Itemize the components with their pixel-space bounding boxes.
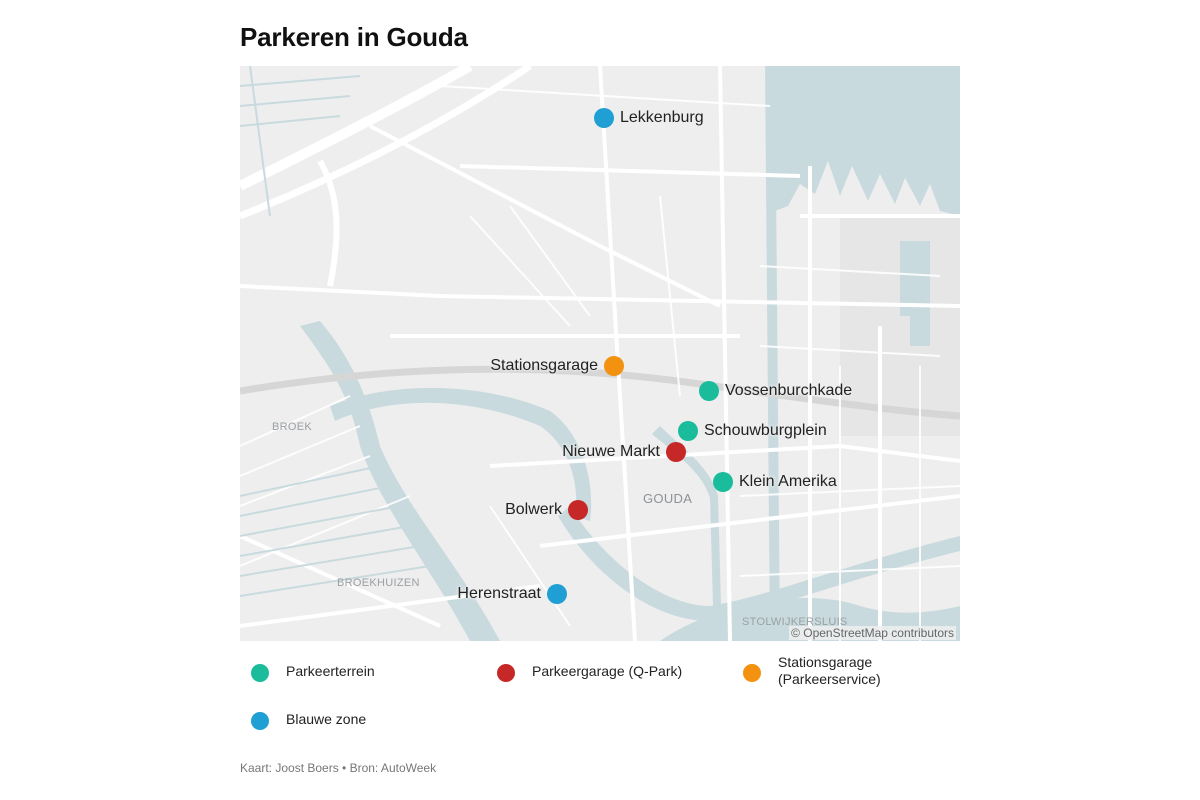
legend-label: Stationsgarage (Parkeerservice) [778,654,881,687]
area-label-broekhuizen: BROEKHUIZEN [337,577,420,589]
marker-nieuwe-markt[interactable] [666,442,686,462]
marker-vossenburchkade[interactable] [699,381,719,401]
marker-label-nieuwe-markt: Nieuwe Markt [562,443,660,460]
area-label-stolwijkersluis: STOLWIJKERSLUIS [742,616,848,628]
marker-schouwburgplein[interactable] [678,421,698,441]
legend-dot-icon [251,664,269,682]
legend-item-parkeerterrein: Parkeerterrein [251,663,375,682]
page-title: Parkeren in Gouda [240,22,468,52]
source-credit: Kaart: Joost Boers • Bron: AutoWeek [240,761,437,775]
legend-dot-icon [743,664,761,682]
marker-label-klein-amerika: Klein Amerika [739,473,837,490]
legend-item-blauwe-zone: Blauwe zone [251,711,366,730]
area-label-gouda: GOUDA [643,491,693,506]
legend-dot-icon [251,712,269,730]
marker-label-stationsgarage: Stationsgarage [490,357,598,374]
marker-herenstraat[interactable] [547,584,567,604]
legend-label: Parkeerterrein [286,663,375,679]
map-basemap [240,66,960,641]
legend-label: Blauwe zone [286,711,367,727]
marker-label-herenstraat: Herenstraat [457,585,541,602]
marker-label-lekkenburg: Lekkenburg [620,109,704,126]
marker-stationsgarage[interactable] [604,356,624,376]
marker-lekkenburg[interactable] [594,108,614,128]
area-label-broek: BROEK [272,421,313,433]
legend-item-stationsgarage: Stationsgarage (Parkeerservice) [743,654,893,688]
legend-item-parkeergarage: Parkeergarage (Q-Park) [497,663,682,682]
marker-label-schouwburgplein: Schouwburgplein [704,422,827,439]
marker-label-bolwerk: Bolwerk [505,501,562,518]
legend-dot-icon [497,664,515,682]
marker-klein-amerika[interactable] [713,472,733,492]
map[interactable]: BROEK BROEKHUIZEN GOUDA STOLWIJKERSLUIS … [240,66,960,641]
legend-label: Parkeergarage (Q-Park) [532,663,683,679]
marker-label-vossenburchkade: Vossenburchkade [725,382,853,399]
marker-bolwerk[interactable] [568,500,588,520]
map-attribution[interactable]: © OpenStreetMap contributors [789,626,956,640]
